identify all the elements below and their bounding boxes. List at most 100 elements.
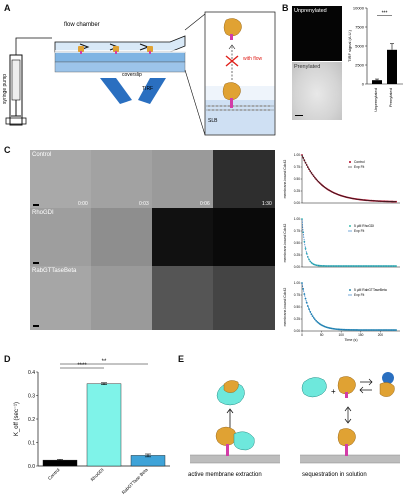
y-tick-label: 0.00 [294, 329, 300, 333]
tile-rhogdi-1 [91, 208, 152, 266]
x-axis-label: Time (s) [344, 338, 357, 342]
coverslip-label: coverslip [122, 72, 142, 78]
legend-label: Exp Fit [354, 229, 364, 233]
x-tick-label: 50 [320, 333, 324, 337]
panel-label-b: B [282, 3, 289, 13]
y-axis-label: membrane-bound Cdc42 [283, 288, 287, 327]
sig-label-top: ** [102, 359, 107, 365]
scale-bar [295, 114, 303, 116]
x-tick-label-0: Control [47, 467, 61, 481]
legend-marker [349, 289, 351, 291]
fit-line [301, 218, 397, 267]
y-tick-label: 0.75 [294, 293, 300, 297]
data-point [304, 247, 307, 250]
time-label-3: 1:30 [262, 201, 272, 207]
y-tick-label: 10000 [353, 6, 365, 11]
y-axis-label: membrane-bound Cdc42 [283, 160, 287, 199]
legend-label: Exp Fit [354, 165, 364, 169]
tirf-beam [100, 78, 166, 104]
scale-bar [33, 262, 39, 264]
y-axis-label: TIRF signal (A.U.) [347, 29, 352, 62]
legend-label: 5 µM RabGTTaseBeta [354, 288, 387, 292]
gdi-free-icon [301, 377, 327, 398]
active-extraction-label: active membrane extraction [188, 472, 262, 478]
y-tick-label: 0.2 [28, 417, 35, 423]
tile-rhogdi-3 [213, 208, 275, 266]
flow-chamber [54, 35, 186, 73]
panel-label-c: C [4, 145, 11, 155]
zoom-box: with flow SLB [204, 11, 276, 136]
y-tick-label: 0 [362, 82, 365, 87]
y-tick-label: 0.50 [294, 241, 300, 245]
tirf-label: TIRF [142, 86, 153, 92]
significance-label: *** [382, 11, 388, 17]
unprenylated-image: Unprenylated [292, 6, 342, 61]
prenylated-label: Prenylated [294, 64, 321, 70]
legend-label: 5 µM RhoGDI [354, 224, 374, 228]
tile-rabggt-3 [213, 266, 275, 330]
panel-c-timelapse-grid: Control RhoGDI RabGTTaseBeta 0:00 0:03 0… [30, 150, 275, 330]
y-tick-label: 0.25 [294, 189, 300, 193]
syringe-pump-icon [5, 37, 52, 126]
row-label-control: Control [32, 152, 52, 158]
legend-label: Control [354, 160, 365, 164]
tile-control-1 [91, 150, 152, 208]
y-tick-label: 0.0 [28, 464, 35, 470]
protein-bottom-icon [215, 426, 237, 446]
protein-top-icon [223, 380, 239, 393]
x-tick-label: 0 [301, 333, 303, 337]
y-tick-label: 5000 [355, 44, 365, 49]
x-tick-label-0: Unprenylated [373, 88, 378, 112]
with-flow-label: with flow [243, 56, 263, 62]
y-axis-label: K_off (sec⁻¹) [14, 402, 20, 436]
plus-sign: + [331, 387, 336, 396]
bar-1 [86, 383, 122, 467]
unprenylated-label: Unprenylated [294, 8, 327, 14]
tile-control-0 [30, 150, 91, 208]
y-tick-label: 0.25 [294, 317, 300, 321]
gdi-bottom-icon [233, 431, 255, 451]
protein-bound-icon [337, 428, 356, 447]
time-label-1: 0:03 [139, 201, 149, 207]
y-tick-label: 7500 [355, 25, 365, 30]
y-tick-label: 0.50 [294, 177, 300, 181]
y-axis-label: membrane-bound Cdc42 [283, 224, 287, 263]
scale-bar [33, 325, 39, 327]
tile-rhogdi-2 [152, 208, 213, 266]
y-tick-label: 0.25 [294, 253, 300, 257]
y-tick-label: 1.00 [294, 153, 300, 157]
y-tick-label: 1.00 [294, 217, 300, 221]
y-tick-label: 0.50 [294, 305, 300, 309]
fit-line [301, 154, 397, 203]
y-tick-label: 0.75 [294, 165, 300, 169]
x-tick-label: 150 [358, 333, 364, 337]
fit-line [301, 282, 397, 331]
tile-rhogdi-0 [30, 208, 91, 266]
bar-1 [387, 49, 397, 84]
protein-bottom-icon [222, 82, 241, 108]
protein-top-icon [223, 18, 242, 40]
slb-label: SLB [208, 118, 218, 124]
panel-label-e: E [178, 354, 185, 364]
y-tick-label: 1.00 [294, 281, 300, 285]
y-tick-label: 0.1 [28, 440, 35, 446]
extraction-model: active membrane extraction [188, 380, 280, 478]
tile-control-3 [213, 150, 275, 208]
y-tick-label: 0.00 [294, 265, 300, 269]
bar-0 [372, 80, 382, 84]
panel-c-decay-plots: 1.00 0.75 0.50 0.25 0.00 membrane-bound Cdc42… [283, 153, 400, 342]
flow-chamber-label: flow chamber [64, 22, 100, 28]
x-tick-label: 100 [339, 333, 345, 337]
panel-e-schematic: active membrane extraction + sequestrati… [188, 372, 400, 478]
row-label-rhogdi: RhoGDI [32, 210, 54, 216]
protein-free-icon [337, 376, 356, 395]
panel-a-schematic: flow chamber syringe pump coverslip TIRF… [2, 11, 276, 136]
x-tick-label-1: Prenylated [388, 88, 393, 107]
y-tick-label: 2500 [355, 63, 365, 68]
x-tick-label: 200 [378, 333, 384, 337]
tile-rabggt-2 [152, 266, 213, 330]
sig-label-lower: **** [77, 363, 87, 369]
tile-control-2 [152, 150, 213, 208]
